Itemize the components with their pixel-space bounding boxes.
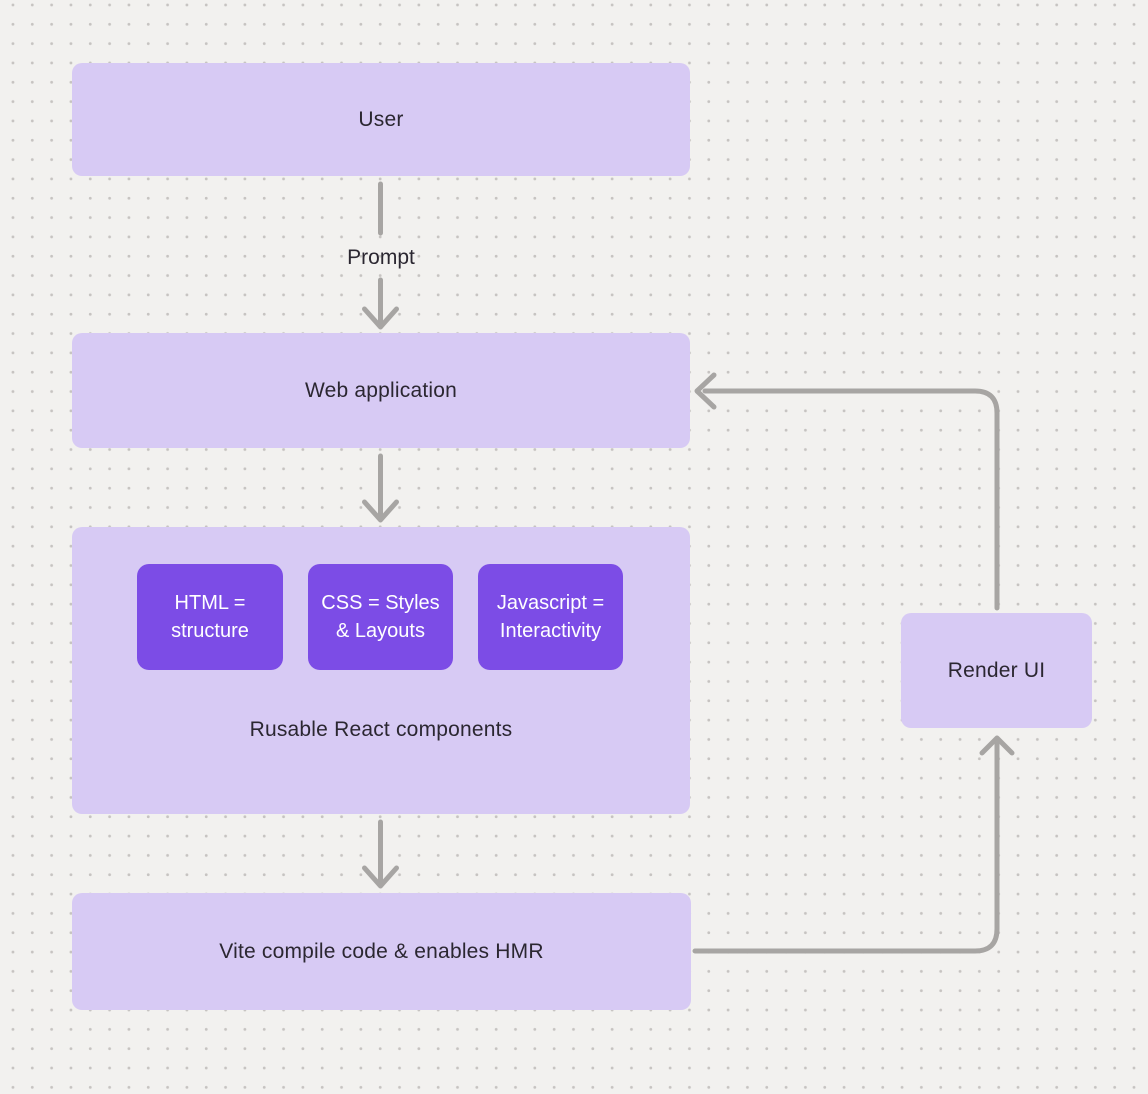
edge-renderui-to-webapp xyxy=(694,372,1000,611)
node-user-label: User xyxy=(358,107,404,131)
arrow-down-icon xyxy=(362,306,399,330)
arrow-left-icon xyxy=(694,372,717,410)
node-css[interactable]: CSS = Styles & Layouts xyxy=(308,564,453,670)
node-render-ui-label: Render UI xyxy=(947,658,1046,682)
node-user[interactable]: User xyxy=(72,63,690,176)
node-html[interactable]: HTML = structure xyxy=(137,564,283,670)
arrow-up-icon xyxy=(979,735,1015,756)
node-javascript-label: Javascript = Interactivity xyxy=(496,592,605,642)
edge-components-to-vite xyxy=(362,819,399,889)
edge-line xyxy=(692,741,1000,954)
node-vite-label: Vite compile code & enables HMR xyxy=(219,939,544,963)
edge-label-prompt: Prompt xyxy=(347,246,415,269)
edge-webapp-to-components xyxy=(362,453,399,523)
node-render-ui[interactable]: Render UI xyxy=(901,613,1092,728)
edge-line xyxy=(702,388,1000,611)
arrow-down-icon xyxy=(362,865,399,889)
node-html-label: HTML = structure xyxy=(171,592,249,642)
node-css-label: CSS = Styles & Layouts xyxy=(321,592,440,642)
node-web-application[interactable]: Web application xyxy=(72,333,690,448)
components-group-caption: Rusable React components xyxy=(249,718,513,741)
node-vite[interactable]: Vite compile code & enables HMR xyxy=(72,893,691,1010)
node-components-group[interactable]: HTML = structure CSS = Styles & Layouts … xyxy=(72,527,690,814)
arrow-down-icon xyxy=(362,499,399,523)
node-web-application-label: Web application xyxy=(304,378,458,402)
node-javascript[interactable]: Javascript = Interactivity xyxy=(478,564,623,670)
edge-vite-to-renderui xyxy=(692,735,1015,954)
